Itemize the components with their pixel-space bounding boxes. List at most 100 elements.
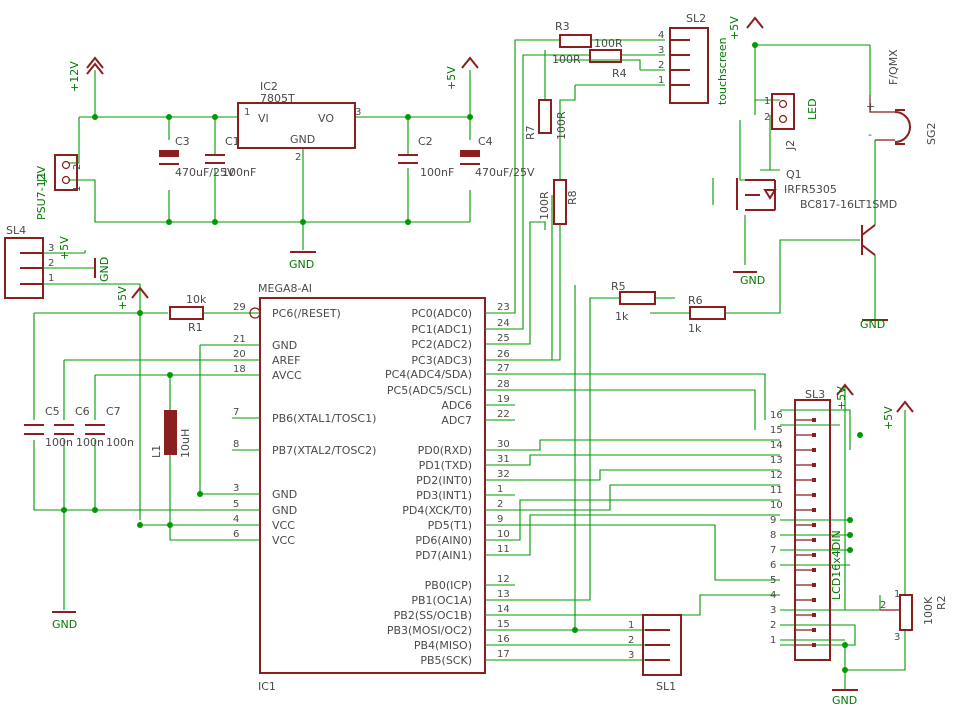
sl3-pin-number: 12 — [770, 470, 783, 481]
mcu-pin-label: PD2(INT0) — [416, 474, 472, 487]
svg-text:2: 2 — [658, 60, 664, 71]
svg-text:R7: R7 — [524, 125, 537, 140]
resistor-r4: 100R R4 — [552, 49, 627, 80]
svg-text:R3: R3 — [555, 20, 570, 33]
mcu-pin-label: PD1(TXD) — [419, 459, 472, 472]
svg-text:1: 1 — [894, 589, 900, 600]
cap-c6: C6 100n — [54, 405, 104, 449]
jack-j1: J1 PSU7-12V 2 1 — [35, 154, 83, 220]
mcu-pin-number: 16 — [497, 634, 510, 645]
resistor-r1: 10k R1 +5V — [116, 286, 207, 334]
mcu-pin-number: 9 — [497, 514, 503, 525]
svg-text:R4: R4 — [612, 67, 627, 80]
mcu-pin-label: GND — [272, 504, 297, 517]
gnd-regulator: GND — [289, 251, 316, 271]
mcu-pin-number: 29 — [233, 302, 246, 313]
mcu-pin-number: 27 — [497, 363, 510, 374]
supply-12v-label: +12V — [68, 61, 81, 92]
svg-text:1: 1 — [48, 273, 54, 284]
mcu-pin-label: PC3(ADC3) — [411, 354, 472, 367]
svg-text:10uH: 10uH — [179, 429, 192, 458]
svg-text:GND: GND — [860, 318, 885, 331]
mcu-pin-label: AVCC — [272, 369, 302, 382]
mcu-pin-number: 30 — [497, 439, 510, 450]
resistor-r5: R5 1k — [611, 280, 656, 323]
svg-text:2: 2 — [628, 635, 634, 646]
mcu-pin-label: VCC — [272, 519, 295, 532]
svg-text:VI: VI — [258, 112, 269, 125]
pot-r2: 2 1 3 100K R2 +5V — [880, 400, 948, 643]
svg-text:4: 4 — [658, 30, 664, 41]
svg-text:1: 1 — [244, 107, 250, 118]
mcu-pin-number: 18 — [233, 364, 246, 375]
mcu-pin-label: PD4(XCK/T0) — [402, 504, 472, 517]
mcu-pin-label: PB0(ICP) — [425, 579, 472, 592]
svg-text:+5V: +5V — [728, 16, 741, 40]
svg-text:SG2: SG2 — [925, 122, 938, 145]
supply-12v: +12V — [68, 56, 104, 92]
mcu-pin-label: PB3(MOSI/OC2) — [387, 624, 472, 637]
jack-j2: 1 2 J2 LED — [764, 93, 819, 151]
ic1-value: MEGA8-AI — [258, 282, 312, 295]
svg-text:-: - — [868, 128, 872, 141]
j1-name: J1 — [35, 172, 48, 183]
svg-text:VO: VO — [318, 112, 334, 125]
svg-text:100n: 100n — [45, 436, 73, 449]
cap-c5: C5 100n — [24, 405, 73, 449]
sl3-pin-number: 1 — [770, 635, 776, 646]
svg-text:C5: C5 — [45, 405, 60, 418]
mcu-pin-label: VCC — [272, 534, 295, 547]
sl3-pin-number: 4 — [770, 590, 776, 601]
svg-text:3: 3 — [894, 632, 900, 643]
svg-text:3: 3 — [355, 107, 361, 118]
svg-text:1k: 1k — [615, 310, 629, 323]
mcu-pin-label: PD7(AIN1) — [415, 549, 472, 562]
resistor-r7: R7 100R — [524, 99, 568, 140]
svg-text:+5V: +5V — [835, 386, 848, 410]
mcu-pin-number: 14 — [497, 604, 510, 615]
mcu-pin-label: PB2(SS/OC1B) — [394, 609, 472, 622]
resistor-r3: R3 100R — [555, 20, 623, 50]
mcu-pin-label: PC4(ADC4/SDA) — [385, 368, 472, 381]
svg-text:3: 3 — [628, 650, 634, 661]
ic2-value: 7805T — [260, 92, 295, 105]
svg-text:Q1: Q1 — [786, 168, 802, 181]
mosfet-q1: Q1 IRFR5305 GND — [733, 168, 837, 287]
svg-text:+5V: +5V — [116, 286, 129, 310]
buzzer-sg2: F/QMX SG2 + - — [866, 49, 938, 145]
svg-text:R6: R6 — [688, 294, 703, 307]
svg-text:100R: 100R — [555, 111, 568, 140]
mcu-pin-number: 11 — [497, 544, 510, 555]
svg-text:470uF/25V: 470uF/25V — [475, 166, 535, 179]
mcu-pin-label: PC1(ADC1) — [411, 323, 472, 336]
mcu-pin-number: 24 — [497, 318, 510, 329]
mcu-pin-number: 15 — [497, 619, 510, 630]
svg-text:IRFR5305: IRFR5305 — [784, 183, 837, 196]
mcu-pin-label: PC0(ADC0) — [411, 307, 472, 320]
sl3-pin-number: 7 — [770, 545, 776, 556]
cap-c2: C2 100nF — [398, 135, 454, 179]
svg-text:GND: GND — [290, 133, 315, 146]
cap-c4: C4 470uF/25V — [460, 135, 535, 179]
junctions — [61, 42, 863, 673]
svg-text:GND: GND — [832, 694, 857, 707]
inductor-l1: L1 10uH — [150, 410, 192, 458]
supply-5v-top: +5V — [445, 56, 479, 90]
mcu-pin-number: 23 — [497, 302, 510, 313]
svg-text:R1: R1 — [188, 321, 203, 334]
mcu-pin-label: ADC7 — [441, 414, 472, 427]
mcu-pin-number: 2 — [497, 499, 503, 510]
svg-text:1: 1 — [764, 96, 770, 107]
svg-text:100R: 100R — [552, 53, 581, 66]
mcu-pin-label: PB7(XTAL2/TOSC2) — [272, 444, 376, 457]
sl3-name: SL3 — [805, 388, 825, 401]
sl2-value: touchscreen — [716, 37, 729, 105]
svg-text:2: 2 — [880, 600, 886, 611]
svg-text:100nF: 100nF — [420, 166, 454, 179]
svg-text:10k: 10k — [186, 293, 207, 306]
svg-text:100R: 100R — [594, 37, 623, 50]
svg-text:C1: C1 — [225, 135, 240, 148]
